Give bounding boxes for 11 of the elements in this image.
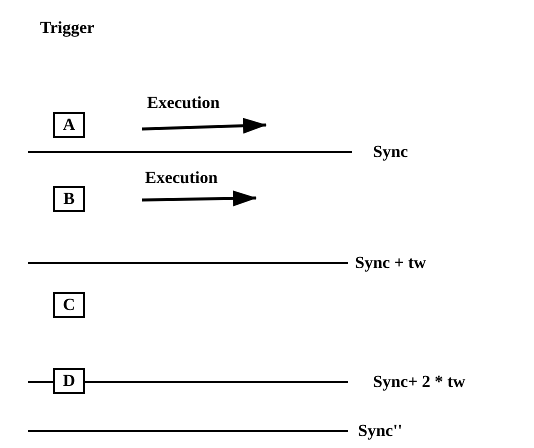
- letter-box: A: [53, 112, 85, 138]
- timeline-label: Sync: [373, 142, 408, 162]
- heading: Trigger: [40, 18, 94, 38]
- letter-box: C: [53, 292, 85, 318]
- letter-box: D: [53, 368, 85, 394]
- timeline-label: Sync+ 2 * tw: [373, 372, 466, 392]
- arrow-label: Execution: [147, 93, 220, 113]
- timeline-label: Sync'': [358, 421, 402, 441]
- letter-box: B: [53, 186, 85, 212]
- timeline-label: Sync + tw: [355, 253, 426, 273]
- arrow-label: Execution: [145, 168, 218, 188]
